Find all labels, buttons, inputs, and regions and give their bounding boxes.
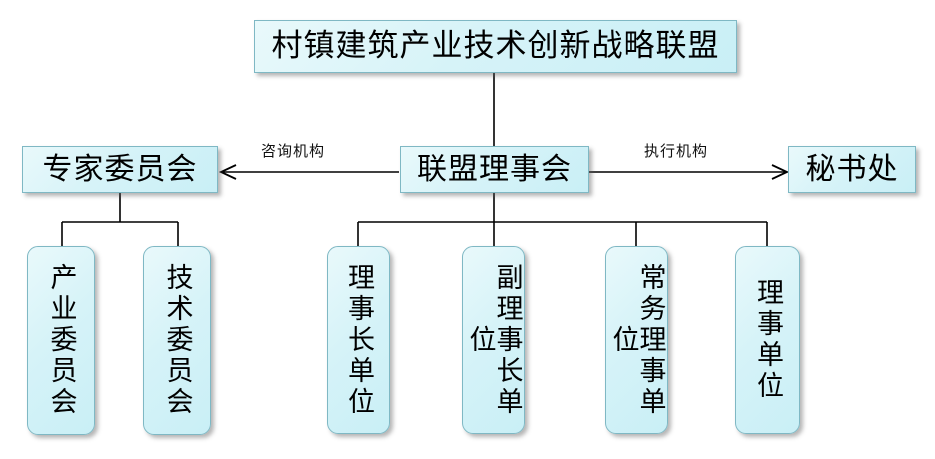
node-alliance-title-label: 村镇建筑产业技术创新战略联盟 [271, 28, 720, 64]
node-standing-director-unit-label: 常务理事单位 [607, 262, 666, 418]
node-secretariat[interactable]: 秘书处 [788, 146, 916, 193]
node-alliance-title[interactable]: 村镇建筑产业技术创新战略联盟 [254, 20, 737, 73]
node-director-unit-label: 理事单位 [752, 278, 783, 402]
node-technology-committee-label: 技术委员会 [161, 263, 193, 418]
arrowhead-right [771, 164, 790, 180]
node-industry-committee-label: 产业委员会 [45, 263, 77, 418]
node-expert-committee-label: 专家委员会 [42, 151, 198, 187]
arrowhead-left [218, 164, 237, 180]
node-vice-chairman-unit[interactable]: 副理事长单位 [462, 246, 525, 434]
node-alliance-council-label: 联盟理事会 [417, 151, 572, 187]
node-industry-committee[interactable]: 产业委员会 [27, 246, 95, 435]
node-chairman-unit-label: 理事长单位 [343, 262, 374, 418]
edge-label-advisory-body: 咨询机构 [261, 142, 326, 160]
node-technology-committee[interactable]: 技术委员会 [143, 246, 211, 435]
node-director-unit[interactable]: 理事单位 [735, 246, 800, 434]
node-vice-chairman-unit-label: 副理事长单位 [464, 262, 523, 418]
node-standing-director-unit[interactable]: 常务理事单位 [605, 246, 668, 434]
node-alliance-council[interactable]: 联盟理事会 [400, 146, 589, 193]
node-secretariat-label: 秘书处 [805, 151, 899, 187]
node-chairman-unit[interactable]: 理事长单位 [327, 246, 390, 434]
edge-label-executive-body: 执行机构 [644, 142, 709, 160]
node-expert-committee[interactable]: 专家委员会 [22, 146, 218, 193]
